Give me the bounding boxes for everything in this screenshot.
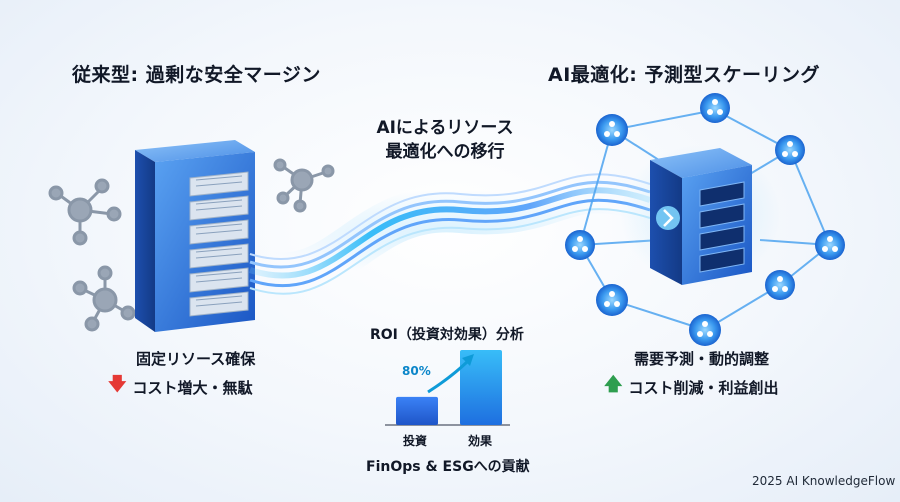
left-label: 固定リソース確保 (136, 350, 256, 368)
network-node-icons (565, 93, 845, 346)
roi-chart (385, 350, 510, 426)
chart-bar-1 (460, 350, 502, 425)
right-heading: AI最適化: 予測型スケーリング (548, 64, 820, 86)
chart-category-0: 投資 (403, 434, 428, 448)
left-heading: 従来型: 過剰な安全マージン (72, 64, 321, 86)
center-title-line2: 最適化への移行 (385, 142, 505, 162)
right-label: 需要予測・動的調整 (634, 350, 770, 368)
left-node-graph (48, 158, 335, 332)
growth-arrow-icon (427, 360, 469, 394)
arrow-up-green-icon: 🡅 (604, 374, 623, 395)
chart-annotation: 80% (402, 364, 431, 378)
chart-title: ROI（投資対効果）分析 (370, 327, 524, 343)
right-sub-text: コスト削減・利益創出 (628, 378, 779, 397)
chart-caption: FinOps & ESGへの貢献 (366, 459, 530, 475)
ai-server-icon (620, 145, 780, 285)
left-sub-text: コスト増大・無駄 (132, 378, 253, 397)
chart-bar-0 (396, 396, 438, 425)
center-title: AIによるリソース 最適化への移行 (345, 116, 545, 164)
ai-transition-wave (242, 167, 658, 299)
legacy-server-icon (135, 140, 255, 332)
arrow-down-red-icon: 🡇 (108, 374, 127, 395)
left-sub: 🡇 コスト増大・無駄 (108, 372, 253, 402)
growth-arrow-head-icon (462, 354, 474, 366)
chart-category-1: 効果 (468, 434, 493, 448)
right-sub: 🡅 コスト削減・利益創出 (604, 372, 779, 402)
center-title-line1: AIによるリソース (376, 118, 514, 138)
footer-credit: 2025 AI KnowledgeFlow (752, 474, 896, 488)
